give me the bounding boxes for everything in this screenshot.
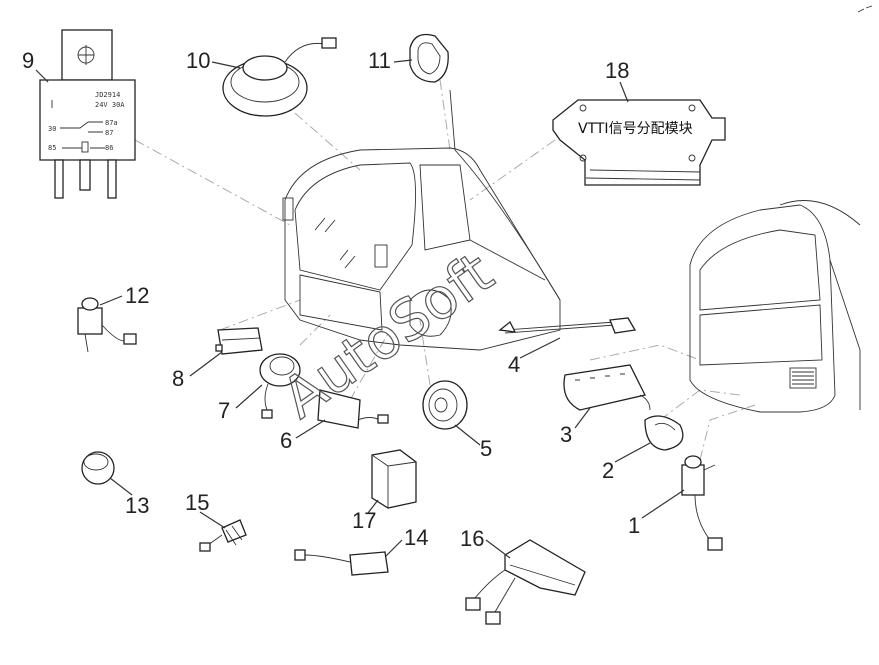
callout-4: 4 <box>508 352 520 377</box>
part-7-buzzer <box>259 353 301 419</box>
relay-code: JD2914 <box>95 91 120 99</box>
callout-1: 1 <box>628 513 640 538</box>
relay-rating: 24V 30A <box>95 101 125 109</box>
callout-7: 7 <box>218 398 230 423</box>
relay-pin-87: 87 <box>105 129 113 137</box>
callout-12: 12 <box>125 283 149 308</box>
relay-pin-86: 86 <box>105 144 113 152</box>
callout-2: 2 <box>602 458 614 483</box>
speaker-10 <box>222 37 337 117</box>
callouts: 9 10 11 18 12 8 7 6 5 4 3 2 1 13 15 17 1 <box>22 48 685 559</box>
callout-8: 8 <box>172 366 184 391</box>
callout-10: 10 <box>186 48 210 73</box>
bus-rear <box>689 200 861 413</box>
part-11-lamp <box>409 33 449 83</box>
corner-mark <box>857 5 873 13</box>
callout-3: 3 <box>560 422 572 447</box>
part-2-horn <box>644 415 684 451</box>
part-14-box <box>294 549 389 576</box>
part-16-controller <box>465 539 586 625</box>
callout-11: 11 <box>368 48 391 73</box>
callout-15: 15 <box>185 490 209 515</box>
watermark: AutoSoft <box>271 240 505 431</box>
part-5-horn <box>422 380 468 430</box>
bus-front <box>282 89 561 351</box>
part-6-box <box>317 389 389 429</box>
module-18-label: VTTI信号分配模块 <box>578 121 693 137</box>
part-13-cap <box>81 451 115 485</box>
part-15-plug <box>199 519 247 552</box>
part-3-module <box>563 364 651 411</box>
relay-9: JD2914 24V 30A 30 87a 87 85 86 <box>39 29 136 199</box>
callout-16: 16 <box>460 526 484 551</box>
callout-14: 14 <box>404 525 428 550</box>
leader-lines <box>134 79 756 461</box>
callout-6: 6 <box>280 428 292 453</box>
module-18: VTTI信号分配模块 <box>552 99 726 186</box>
relay-pin-85: 85 <box>48 144 56 152</box>
callout-5: 5 <box>480 436 492 461</box>
part-1-switch <box>681 455 723 551</box>
callout-17: 17 <box>352 508 376 533</box>
relay-pin-87a: 87a <box>105 119 118 127</box>
part-17-relay <box>371 449 417 509</box>
relay-pin-30: 30 <box>48 125 56 133</box>
callout-13: 13 <box>125 493 149 518</box>
part-12-switch <box>77 297 137 353</box>
callout-18: 18 <box>605 58 629 83</box>
callout-9: 9 <box>22 48 34 73</box>
part-8-module <box>215 327 263 355</box>
part-4-harness <box>498 317 637 334</box>
